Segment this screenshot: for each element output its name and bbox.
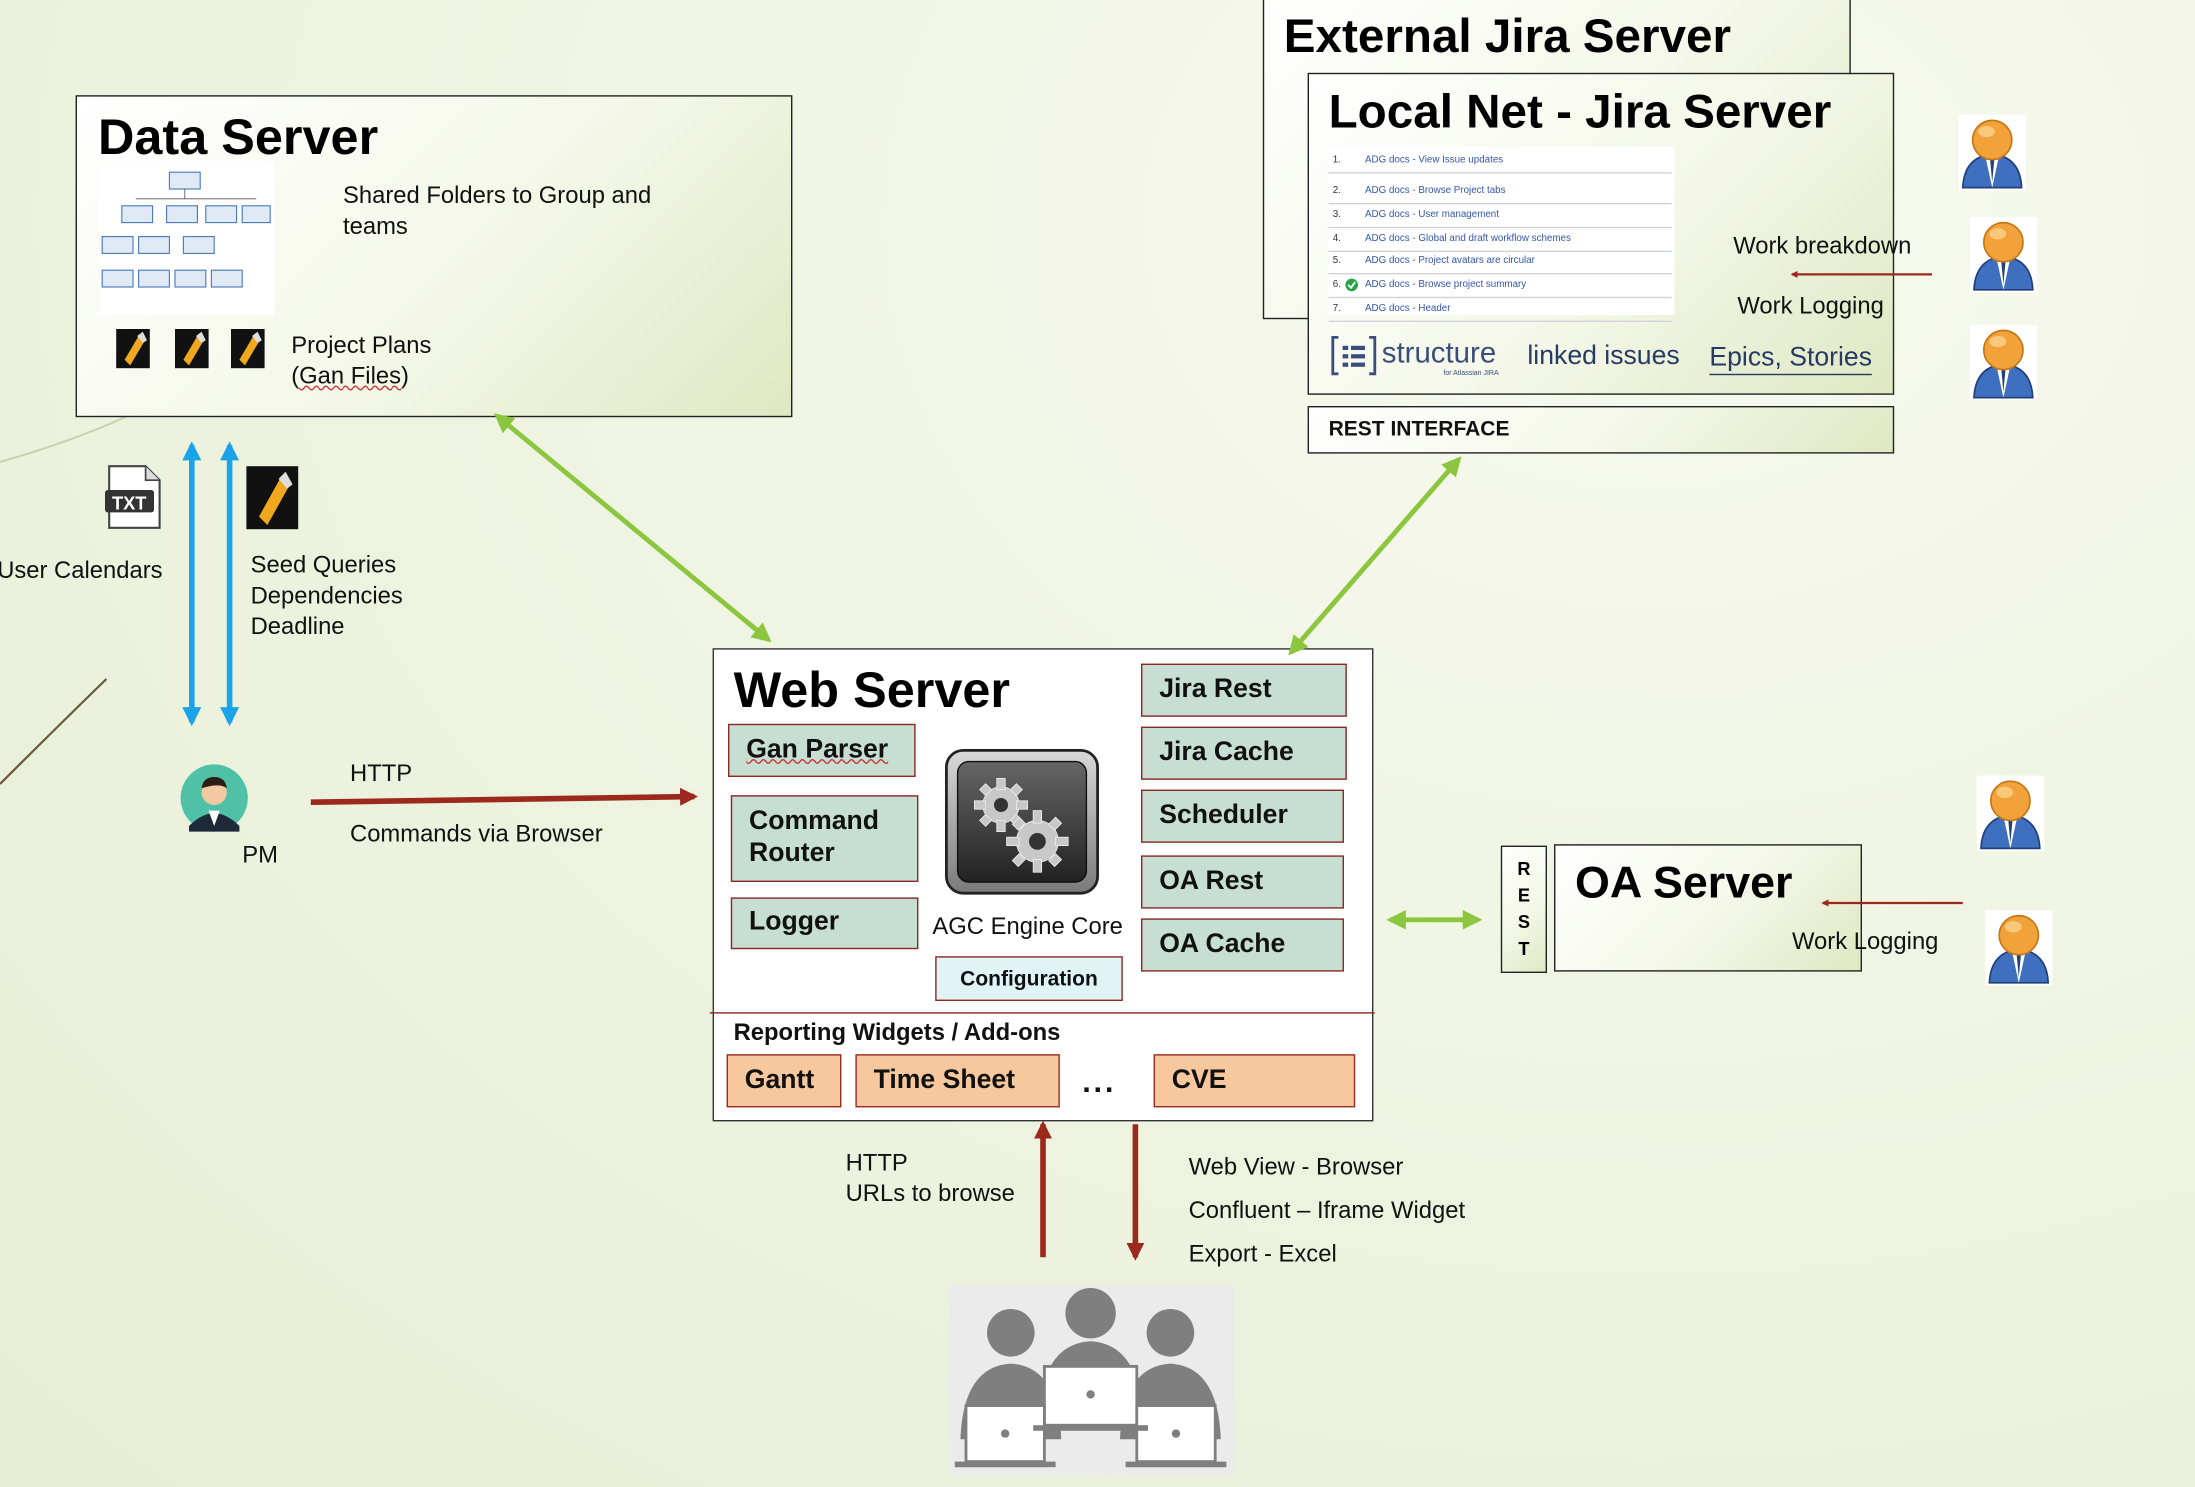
reporting-label: Reporting Widgets / Add-ons — [733, 1019, 1061, 1046]
web-view-label: Web View - Browser — [1188, 1153, 1404, 1181]
web-server-title: Web Server — [733, 660, 1011, 719]
jira-issue-row[interactable]: 3.ADG docs - User management — [1328, 204, 1672, 229]
user-avatar-icon — [1976, 775, 2044, 852]
jira-issue-list: 1.ADG docs - View Issue updates 2.ADG do… — [1328, 147, 1675, 322]
oa-rest-module: OA Rest — [1141, 855, 1344, 909]
structure-logo-icon — [1331, 336, 1377, 376]
oa-work-logging-label: Work Logging — [1792, 928, 1939, 955]
txt-icon-label: TXT — [112, 492, 147, 514]
work-breakdown-label: Work breakdown — [1733, 232, 1912, 259]
pm-label: PM — [242, 841, 278, 868]
project-plans-label: Project Plans(Gan Files) — [291, 331, 432, 389]
local-jira-title: Local Net - Jira Server — [1328, 85, 1832, 139]
gears-icon — [945, 749, 1099, 895]
gan-file-icon — [231, 329, 265, 369]
gan-file-icon — [116, 329, 150, 369]
more-widgets-ellipsis: ... — [1082, 1064, 1117, 1099]
jira-issue-row[interactable]: 4.ADG docs - Global and draft workflow s… — [1328, 228, 1672, 252]
pm-avatar — [180, 764, 248, 832]
confluent-label: Confluent – Iframe Widget — [1188, 1197, 1466, 1224]
oa-server-box: OA Server — [1554, 844, 1862, 972]
rest-interface-box: REST INTERFACE — [1307, 406, 1895, 454]
user-avatar-icon — [1969, 217, 2037, 293]
rest-to-web-arrow — [1288, 456, 1462, 656]
jira-issue-row[interactable]: 7.ADG docs - Header — [1328, 298, 1672, 322]
oa-cache-module: OA Cache — [1141, 918, 1344, 972]
export-label: Export - Excel — [1188, 1240, 1337, 1267]
oa-server-title: OA Server — [1575, 856, 1793, 908]
time-sheet-widget: Time Sheet — [855, 1054, 1060, 1108]
external-jira-title: External Jira Server — [1283, 9, 1732, 64]
data-server-title: Data Server — [98, 107, 379, 166]
folder-tree-diagram — [99, 161, 275, 315]
structure-sublabel: for Atlassian JIRA — [1443, 369, 1499, 378]
structure-label: structure — [1381, 337, 1497, 370]
shared-folders-label: Shared Folders to Group and teams — [343, 182, 652, 240]
configuration-module: Configuration — [935, 956, 1123, 1001]
jira-work-logging-label: Work Logging — [1737, 292, 1884, 320]
gan-file-icon — [246, 466, 299, 530]
jira-issue-row[interactable]: 2.ADG docs - Browse Project tabs — [1328, 181, 1672, 205]
commands-label: Commands via Browser — [350, 820, 603, 847]
data-to-web-arrow — [493, 413, 772, 643]
rest-interface-label: REST INTERFACE — [1328, 417, 1510, 441]
user-calendars-label: User Calendars — [0, 557, 163, 584]
user-avatar-icon — [1958, 114, 2026, 191]
logger-module: Logger — [730, 897, 919, 950]
user-avatar-icon — [1969, 324, 2037, 401]
data-server-box: Data Server Shared Folders to Group and … — [75, 95, 793, 418]
gan-file-icon — [175, 329, 209, 369]
jira-issue-row[interactable]: 5.ADG docs - Project avatars are circula… — [1328, 251, 1672, 275]
users-group-icon — [949, 1285, 1235, 1476]
local-jira-server-box: Local Net - Jira Server 1.ADG docs - Vie… — [1307, 72, 1895, 395]
checkmark-icon — [1345, 278, 1358, 292]
pm-http-arrow — [310, 787, 698, 806]
gantt-widget: Gantt — [726, 1054, 842, 1108]
pm-http-label: HTTP — [350, 760, 413, 787]
jira-issue-row[interactable]: 1.ADG docs - View Issue updates — [1328, 150, 1672, 174]
reporting-divider — [709, 1012, 1375, 1014]
user-avatar-icon — [1985, 910, 2053, 986]
linked-issues-label: linked issues — [1527, 341, 1680, 371]
jira-rest-module: Jira Rest — [1141, 663, 1347, 717]
cve-widget: CVE — [1153, 1054, 1356, 1108]
jira-issue-row[interactable]: 6.ADG docs - Browse project summary — [1328, 274, 1672, 299]
scheduler-module: Scheduler — [1141, 789, 1344, 843]
engine-core-label: AGC Engine Core — [932, 912, 1123, 940]
jira-cache-module: Jira Cache — [1141, 726, 1347, 780]
gan-parser-module: Gan Parser — [728, 723, 916, 777]
txt-file-icon — [105, 465, 161, 529]
epics-stories-label: Epics, Stories — [1709, 343, 1873, 376]
